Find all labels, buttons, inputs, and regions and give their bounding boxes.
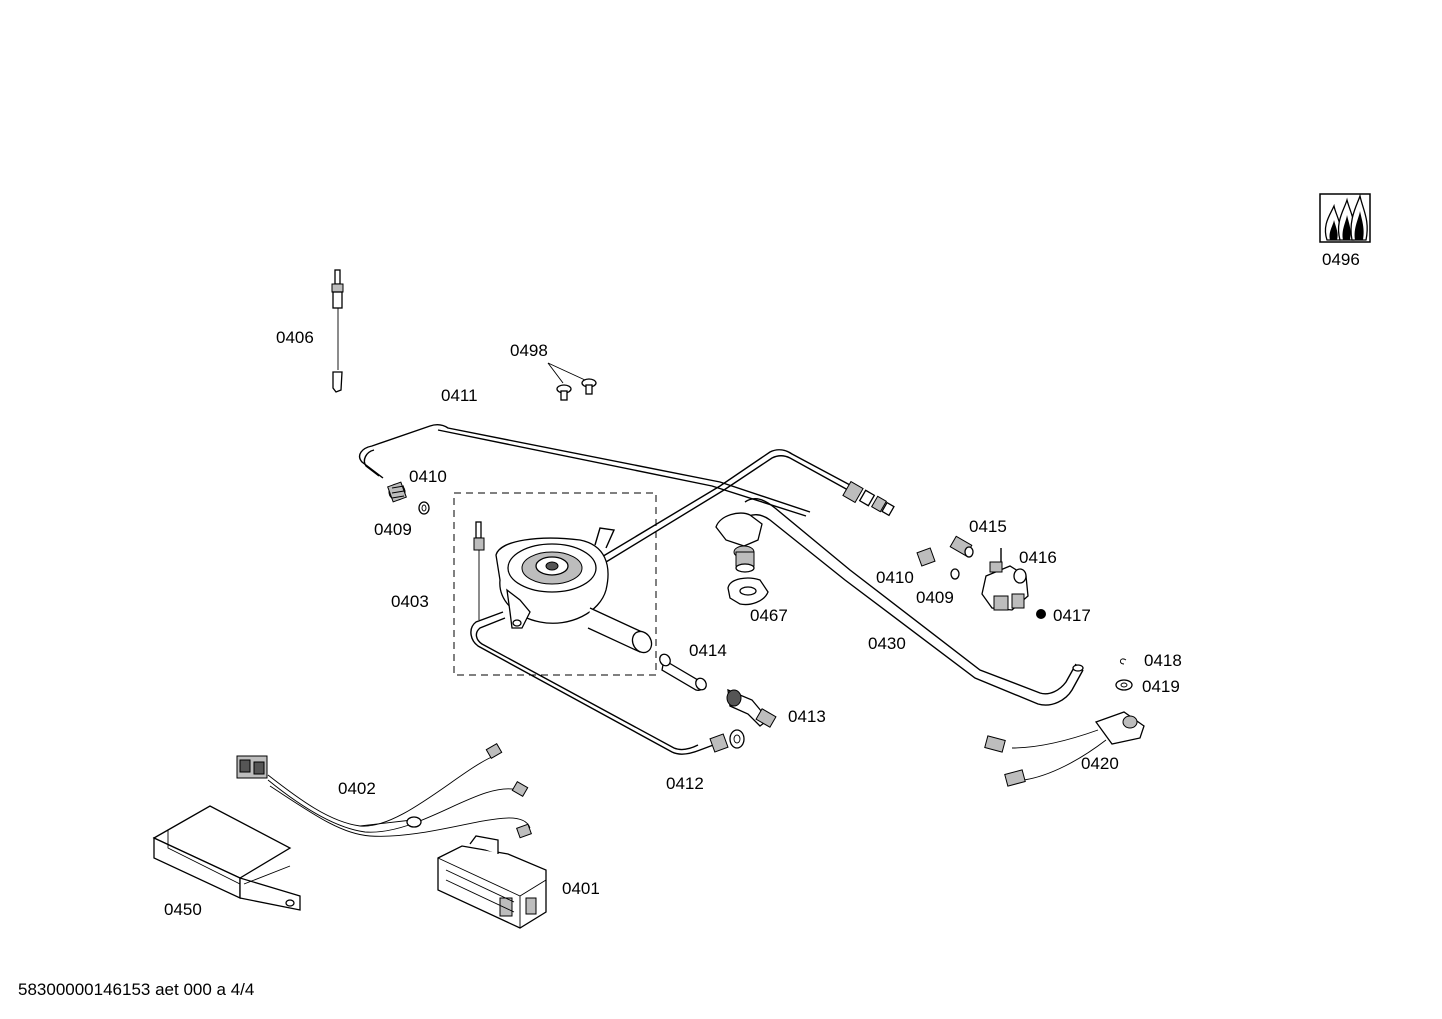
label-0419: 0419 bbox=[1142, 677, 1180, 696]
part-0430-pipe bbox=[599, 449, 1084, 706]
part-0412-pipe bbox=[470, 611, 745, 755]
part-0416-valve bbox=[981, 548, 1029, 611]
label-0416: 0416 bbox=[1019, 548, 1057, 567]
part-0410-fitting-right bbox=[916, 547, 936, 567]
label-0402: 0402 bbox=[338, 779, 376, 798]
label-0403: 0403 bbox=[391, 592, 429, 611]
part-0415-fitting bbox=[949, 535, 974, 558]
part-0411-pipe bbox=[358, 423, 811, 517]
part-0419-washer bbox=[1115, 679, 1133, 691]
label-0410: 0410 bbox=[409, 467, 447, 486]
document-footer-id: 58300000146153 aet 000 a 4/4 bbox=[18, 980, 255, 999]
label-0409: 0409 bbox=[374, 520, 412, 539]
label-0417: 0417 bbox=[1053, 606, 1091, 625]
part-0417-plug bbox=[1036, 609, 1046, 619]
label-0418: 0418 bbox=[1144, 651, 1182, 670]
label-0411: 0411 bbox=[441, 386, 478, 405]
label-0414: 0414 bbox=[689, 641, 727, 660]
part-0450-bracket bbox=[152, 805, 301, 911]
part-0498-screws bbox=[547, 362, 597, 401]
part-0403-burner bbox=[473, 521, 653, 654]
part-0414-tube bbox=[659, 653, 707, 691]
label-0409-right: 0409 bbox=[916, 588, 954, 607]
part-0409-nut-right bbox=[950, 568, 960, 580]
label-0450: 0450 bbox=[164, 900, 202, 919]
label-0496: 0496 bbox=[1322, 250, 1360, 269]
label-0406: 0406 bbox=[276, 328, 314, 347]
part-0401-ignition-module bbox=[437, 835, 547, 929]
label-0430: 0430 bbox=[868, 634, 906, 653]
label-0412: 0412 bbox=[666, 774, 704, 793]
part-0406-thermocouple bbox=[331, 269, 344, 393]
gas-flame-icon bbox=[1319, 193, 1371, 243]
label-0413: 0413 bbox=[788, 707, 826, 726]
part-0418-clip bbox=[1119, 658, 1127, 665]
label-0498: 0498 bbox=[510, 341, 548, 360]
part-0413-injector bbox=[726, 688, 777, 728]
label-0401: 0401 bbox=[562, 879, 600, 898]
label-0420: 0420 bbox=[1081, 754, 1119, 773]
part-0402-harness bbox=[236, 742, 532, 839]
label-0467: 0467 bbox=[750, 606, 788, 625]
part-0420-switch bbox=[984, 711, 1145, 787]
part-0410-fitting-left bbox=[387, 481, 407, 503]
burner-group-outline bbox=[453, 492, 657, 676]
label-0410-right: 0410 bbox=[876, 568, 914, 587]
part-0409-nut-left bbox=[418, 501, 430, 515]
part-0467-gasket bbox=[715, 512, 769, 606]
label-0415: 0415 bbox=[969, 517, 1007, 536]
